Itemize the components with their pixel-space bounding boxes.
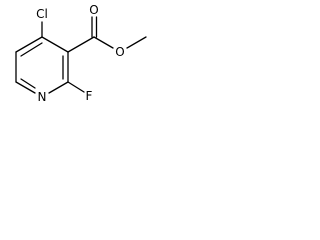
atom-label-chlorine: Cl [36, 7, 48, 21]
bond-c5-c4-inner [20, 42, 43, 57]
atom-label-fluorine: F [86, 89, 93, 103]
bond-c5-c4 [15, 36, 43, 53]
substituent-bonds [41, 16, 147, 93]
bond-n1-c6 [15, 81, 36, 94]
bond-n1-c6-inner [20, 78, 36, 89]
bond-carbonyl-ester-o [93, 36, 114, 49]
bond-c2-n1 [48, 81, 69, 94]
pyridine-ring [15, 36, 69, 94]
atom-label-ring-nitrogen: N [38, 90, 47, 104]
bond-ester-o-methyl [126, 36, 147, 49]
bond-c2-f [67, 81, 85, 93]
atom-label-ester-oxygen: O [115, 45, 124, 59]
structure-drawing: Cl O O N F [15, 3, 147, 104]
bond-c4-c3 [41, 36, 69, 53]
atom-label-carbonyl-oxygen: O [89, 3, 98, 17]
bond-c3-carbonyl [67, 36, 95, 53]
